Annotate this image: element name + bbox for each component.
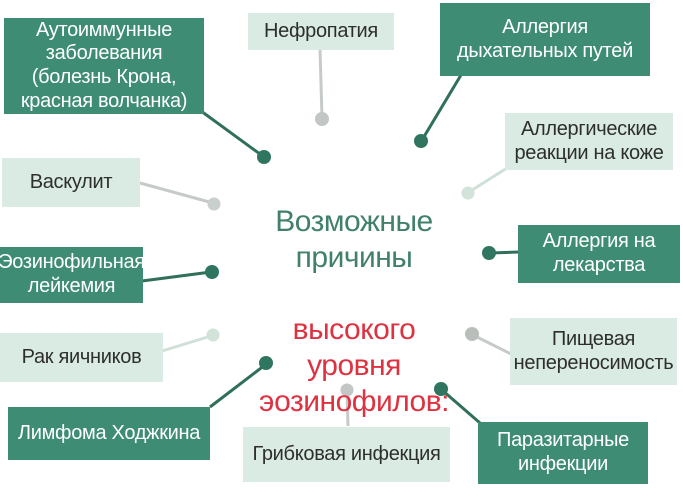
node-eosinophilic-leukemia: Эозинофильная лейкемия bbox=[0, 247, 145, 303]
diagram-title: Возможные причины высокого уровня эозино… bbox=[234, 168, 474, 456]
dot-hodgkin-lymphoma bbox=[259, 356, 273, 370]
node-food-intolerance: Пищевая непереносимость bbox=[510, 318, 677, 385]
node-skin-allergy: Аллергические реакции на коже bbox=[505, 113, 673, 170]
dot-vasculitis bbox=[207, 197, 221, 211]
connector-fungal-infection bbox=[340, 383, 354, 427]
connector-ovarian-cancer bbox=[161, 328, 220, 353]
node-ovarian-cancer: Рак яичников bbox=[0, 333, 163, 382]
node-label: Грибковая инфекция bbox=[252, 442, 441, 465]
dot-ovarian-cancer bbox=[206, 328, 220, 342]
dot-nephropathy bbox=[315, 112, 329, 126]
connector-respiratory-allergy bbox=[414, 74, 463, 148]
node-label: Аллергия на лекарства bbox=[542, 230, 656, 276]
node-label: Паразитарные инфекции bbox=[497, 429, 629, 475]
node-parasitic-infections: Паразитарные инфекции bbox=[478, 422, 648, 484]
node-label: Рак яичников bbox=[21, 345, 142, 368]
node-label: Эозинофильная лейкемия bbox=[0, 251, 145, 297]
connector-eosinophilic-leukemia bbox=[141, 265, 219, 283]
node-nephropathy: Нефропатия bbox=[248, 13, 394, 50]
node-label: Аллергические реакции на коже bbox=[514, 117, 664, 164]
dot-eosinophilic-leukemia bbox=[205, 265, 219, 279]
node-label: Аутоиммунные заболевания (болезнь Крона,… bbox=[20, 18, 188, 112]
node-vasculitis: Васкулит bbox=[2, 158, 140, 207]
node-hodgkin-lymphoma: Лимфома Ходжкина bbox=[8, 407, 210, 460]
connector-parasitic-infections bbox=[434, 382, 481, 425]
node-label: Аллергия дыхательных путей bbox=[457, 15, 633, 62]
connector-food-intolerance bbox=[465, 327, 512, 356]
connector-hodgkin-lymphoma bbox=[209, 356, 273, 409]
dot-food-intolerance bbox=[465, 327, 479, 341]
node-label: Нефропатия bbox=[264, 19, 378, 42]
dot-parasitic-infections bbox=[434, 382, 448, 396]
dot-respiratory-allergy bbox=[414, 134, 428, 148]
node-label: Лимфома Ходжкина bbox=[17, 421, 201, 444]
dot-skin-allergy bbox=[461, 186, 475, 200]
node-label: Васкулит bbox=[29, 170, 113, 193]
connector-drug-allergy bbox=[482, 246, 520, 260]
diagram-title-red-part: высокого уровня эозинофилов: bbox=[259, 313, 450, 418]
connector-nephropathy bbox=[315, 48, 329, 126]
dot-fungal-infection bbox=[340, 383, 354, 397]
connector-skin-allergy bbox=[461, 166, 508, 200]
dot-autoimmune-diseases bbox=[257, 150, 271, 164]
node-autoimmune-diseases: Аутоиммунные заболевания (болезнь Крона,… bbox=[4, 18, 204, 114]
node-drug-allergy: Аллергия на лекарства bbox=[518, 225, 680, 283]
node-respiratory-allergy: Аллергия дыхательных путей bbox=[440, 3, 650, 76]
dot-drug-allergy bbox=[482, 246, 496, 260]
node-fungal-infection: Грибковая инфекция bbox=[243, 427, 450, 482]
node-label: Пищевая непереносимость bbox=[513, 327, 674, 374]
diagram-title-green-part: Возможные причины bbox=[275, 205, 433, 274]
connector-autoimmune-diseases bbox=[200, 109, 271, 164]
connector-vasculitis bbox=[139, 181, 221, 211]
